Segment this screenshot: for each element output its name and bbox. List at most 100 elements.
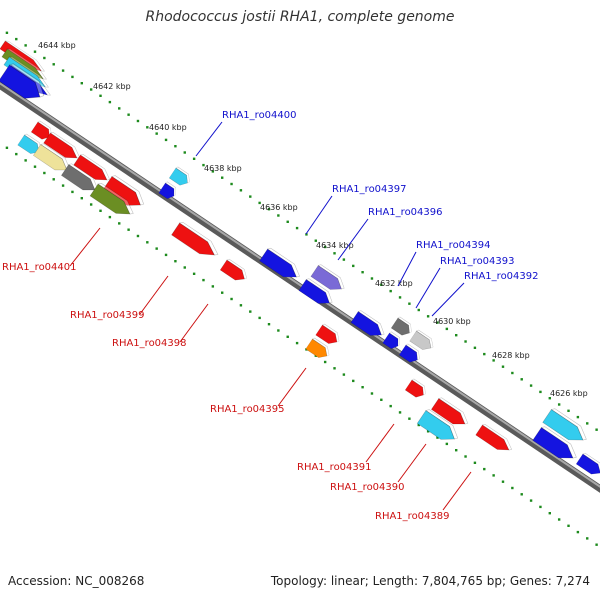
ruler-dot-upper (221, 176, 224, 179)
ruler-dot-lower (483, 467, 486, 471)
ruler-dot-upper (426, 315, 430, 318)
ruler-dot-lower (408, 417, 411, 420)
ruler-label: 4640 kbp (149, 123, 187, 132)
ruler-dot-upper (352, 264, 355, 268)
ruler-dot-lower (380, 398, 383, 401)
ruler-dot-upper (202, 163, 205, 167)
ruler-dot-lower (464, 455, 467, 458)
ruler-dot-lower (258, 316, 261, 320)
ruler-dot-upper (567, 409, 570, 412)
ruler-dot-lower (529, 499, 533, 502)
leader-line (397, 251, 417, 287)
ruler-dot-upper (595, 428, 598, 431)
ruler-dot-lower (80, 197, 83, 200)
ruler-dot-lower (426, 430, 430, 433)
ruler-dot-upper (155, 132, 158, 135)
ruler-dot-upper (370, 277, 374, 280)
ruler-dot-upper (436, 321, 439, 324)
ruler-dot-lower (511, 486, 514, 490)
ruler-label: 4638 kbp (204, 164, 242, 173)
ruler-dot-upper (539, 390, 542, 394)
ruler-dot-upper (557, 403, 561, 406)
ruler-dot-upper (267, 208, 271, 211)
ruler-dot-upper (258, 201, 261, 205)
ruler-dot-lower (501, 480, 505, 483)
ruler-dot-upper (464, 340, 467, 343)
gene-arrow[interactable] (219, 257, 251, 286)
leader-line (277, 367, 307, 407)
leader-line (69, 227, 101, 267)
ruler-dot-lower (567, 524, 570, 527)
ruler-dot-upper (146, 126, 149, 129)
ruler-dot-lower (127, 228, 130, 231)
gene-label[interactable]: RHA1_ro04398 (112, 338, 187, 349)
ruler-label: 4632 kbp (375, 279, 413, 288)
ruler-dot-lower (295, 341, 299, 345)
gene-label[interactable]: RHA1_ro04393 (440, 256, 515, 267)
gene-label[interactable]: RHA1_ro04392 (464, 271, 539, 282)
ruler-dot-upper (277, 214, 280, 217)
ruler-dot-upper (520, 378, 523, 381)
gene-label[interactable]: RHA1_ro04391 (297, 462, 372, 473)
ruler-dot-upper (15, 37, 18, 41)
leader-line (195, 121, 223, 157)
gene-label[interactable]: RHA1_ro04390 (330, 482, 405, 493)
gene-label[interactable]: RHA1_ro04389 (375, 511, 450, 522)
ruler-dot-upper (398, 296, 402, 299)
ruler-dot-upper (501, 365, 505, 368)
ruler-dot-lower (211, 285, 215, 288)
ruler-dot-upper (323, 245, 327, 249)
gene-label[interactable]: RHA1_ro04397 (332, 184, 407, 195)
gene-label[interactable]: RHA1_ro04394 (416, 240, 491, 251)
ruler-dot-upper (249, 195, 252, 198)
ruler-dot-lower (99, 209, 102, 212)
gene-label-layer: RHA1_ro04400RHA1_ro04397RHA1_ro04396RHA1… (2, 110, 539, 522)
ruler-dot-upper (342, 258, 346, 261)
ruler-dot-upper (417, 308, 420, 312)
gene-arrow[interactable] (168, 165, 194, 189)
ruler-dot-lower (52, 178, 55, 181)
ruler-label: 4630 kbp (433, 317, 471, 326)
ruler-dot-lower (202, 278, 205, 282)
ruler-dot-upper (164, 138, 168, 142)
ruler-dot-upper (230, 182, 233, 186)
ruler-label: 4634 kbp (316, 241, 354, 250)
ruler-dot-lower (473, 461, 477, 464)
ruler-dot-lower (118, 222, 121, 225)
leader-line (397, 443, 427, 483)
ruler-dot-upper (61, 69, 65, 72)
ruler-dot-upper (314, 239, 317, 242)
ruler-dot-lower (249, 310, 252, 313)
gene-label[interactable]: RHA1_ro04396 (368, 207, 443, 218)
ruler-dot-lower (389, 404, 392, 408)
ruler-dot-upper (408, 302, 411, 305)
ruler-dot-lower (221, 291, 224, 294)
leader-line (431, 282, 465, 317)
ruler-dot-lower (586, 537, 589, 540)
ruler-dot-lower (71, 190, 74, 194)
ruler-dot-lower (323, 360, 327, 364)
ruler-dot-upper (586, 422, 589, 425)
accession-text: Accession: NC_008268 (8, 574, 145, 588)
ruler-dot-upper (5, 31, 9, 34)
ruler-dot-upper (118, 107, 121, 110)
ruler-dot-lower (445, 442, 449, 446)
gene-label[interactable]: RHA1_ro04401 (2, 262, 77, 273)
ruler-dot-lower (352, 379, 355, 383)
leader-line (139, 275, 169, 315)
ruler-dot-lower (361, 386, 364, 389)
ruler-dot-upper (174, 145, 177, 148)
gene-label[interactable]: RHA1_ro04399 (70, 310, 145, 321)
ruler-dot-lower (43, 171, 46, 175)
ruler-label: 4628 kbp (492, 351, 530, 360)
gene-label[interactable]: RHA1_ro04395 (210, 404, 285, 415)
gene-arrow[interactable] (404, 377, 430, 401)
ruler-dot-upper (211, 170, 215, 173)
chromosome-backbone-highlight (0, 82, 600, 488)
ruler-dot-lower (548, 512, 551, 515)
ruler-label: 4642 kbp (93, 82, 131, 91)
ruler-dot-upper (548, 397, 551, 400)
gene-label[interactable]: RHA1_ro04400 (222, 110, 297, 121)
